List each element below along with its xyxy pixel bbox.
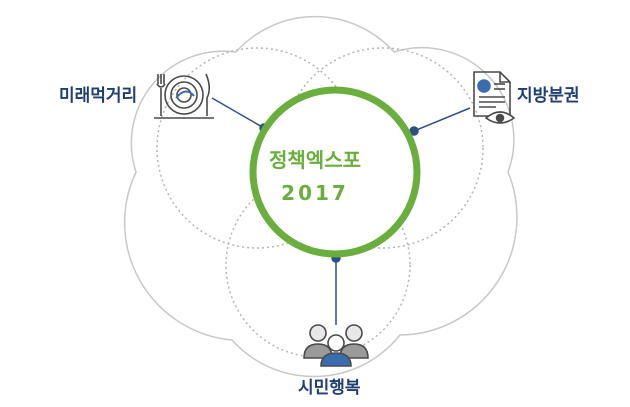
dotted-circle-bottom [225, 172, 411, 358]
theme-label-future-food: 미래먹거리 [59, 86, 138, 106]
center-ring [249, 86, 421, 258]
citizens-group-icon [303, 324, 369, 367]
theme-label-decentralization: 지방분권 [517, 86, 580, 106]
connector-left [211, 97, 265, 129]
outer-outline [123, 16, 518, 378]
document-eye-icon [473, 71, 516, 124]
theme-label-citizen-happiness: 시민행복 [298, 378, 361, 398]
center-year: 2017 [281, 181, 349, 205]
dotted-circle-right [282, 47, 484, 249]
dinner-plate-icon [154, 73, 214, 119]
connector-right [413, 107, 471, 132]
center-title: 정책엑스포 [269, 148, 361, 172]
